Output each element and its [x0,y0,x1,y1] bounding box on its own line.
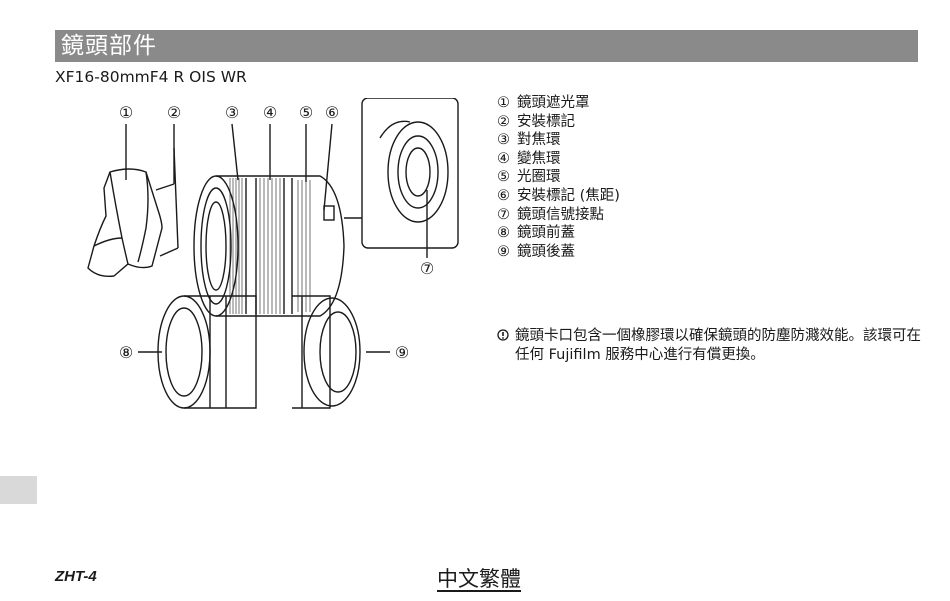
list-item: ⑨ 鏡頭後蓋 [497,243,620,262]
item-number: ⑨ [497,243,510,260]
callout-5: ⑤ [299,103,313,122]
item-label: 鏡頭遮光罩 [517,95,590,111]
list-item: ⑤ 光圈環 [497,168,620,187]
list-item: ② 安裝標記 [497,113,620,132]
item-number: ⑤ [497,169,510,186]
item-label: 鏡頭前蓋 [517,225,575,242]
item-label: 光圈環 [517,169,561,186]
note: 鏡頭卡口包含一個橡膠環以確保鏡頭的防塵防濺效能。該環可在任何 Fujifilm … [497,327,922,365]
lens-model: XF16-80mmF4 R OIS WR [55,68,247,86]
callout-6: ⑥ [325,103,339,122]
item-number: ③ [497,132,510,149]
item-number: ⑧ [497,225,510,242]
item-label: 對焦環 [517,132,561,149]
list-item: ⑥ 安裝標記 (焦距) [497,187,620,206]
item-number: ⑥ [497,187,510,204]
side-tab [0,476,37,504]
callout-8: ⑧ [119,343,133,362]
item-label: 安裝標記 (焦距) [517,187,620,204]
list-item: ⑧ 鏡頭前蓋 [497,224,620,243]
page-number: ZHT-4 [55,568,97,585]
item-number: ⑦ [497,206,510,223]
callout-3: ③ [225,103,239,122]
list-item: ⑦ 鏡頭信號接點 [497,206,620,225]
list-item: ④ 變焦環 [497,150,620,169]
callout-9: ⑨ [395,343,409,362]
note-text: 鏡頭卡口包含一個橡膠環以確保鏡頭的防塵防濺效能。該環可在任何 Fujifilm … [515,328,921,363]
item-number: ② [497,113,510,130]
lens-parts-illustration: ① ② ③ ④ ⑤ ⑥ ⑦ ⑧ ⑨ [87,98,459,409]
list-item: ① 鏡頭遮光罩 [497,94,620,113]
callout-7: ⑦ [420,259,434,278]
note-icon [497,327,509,347]
callout-2: ② [167,103,181,122]
callout-4: ④ [263,103,277,122]
callout-1: ① [119,103,133,122]
item-number: ① [497,95,510,111]
list-item: ③ 對焦環 [497,131,620,150]
section-title-bar: 鏡頭部件 [55,30,918,62]
item-label: 鏡頭後蓋 [517,243,575,260]
item-label: 變焦環 [517,150,561,167]
language-label: 中文繁體 [437,567,521,591]
parts-list: ① 鏡頭遮光罩 ② 安裝標記 ③ 對焦環 ④ 變焦環 ⑤ 光圈環 ⑥ 安裝標記 (焦距) ⑦… [497,94,620,261]
item-label: 鏡頭信號接點 [517,206,604,223]
item-number: ④ [497,150,510,167]
item-label: 安裝標記 [517,113,575,130]
section-title: 鏡頭部件 [61,33,157,59]
